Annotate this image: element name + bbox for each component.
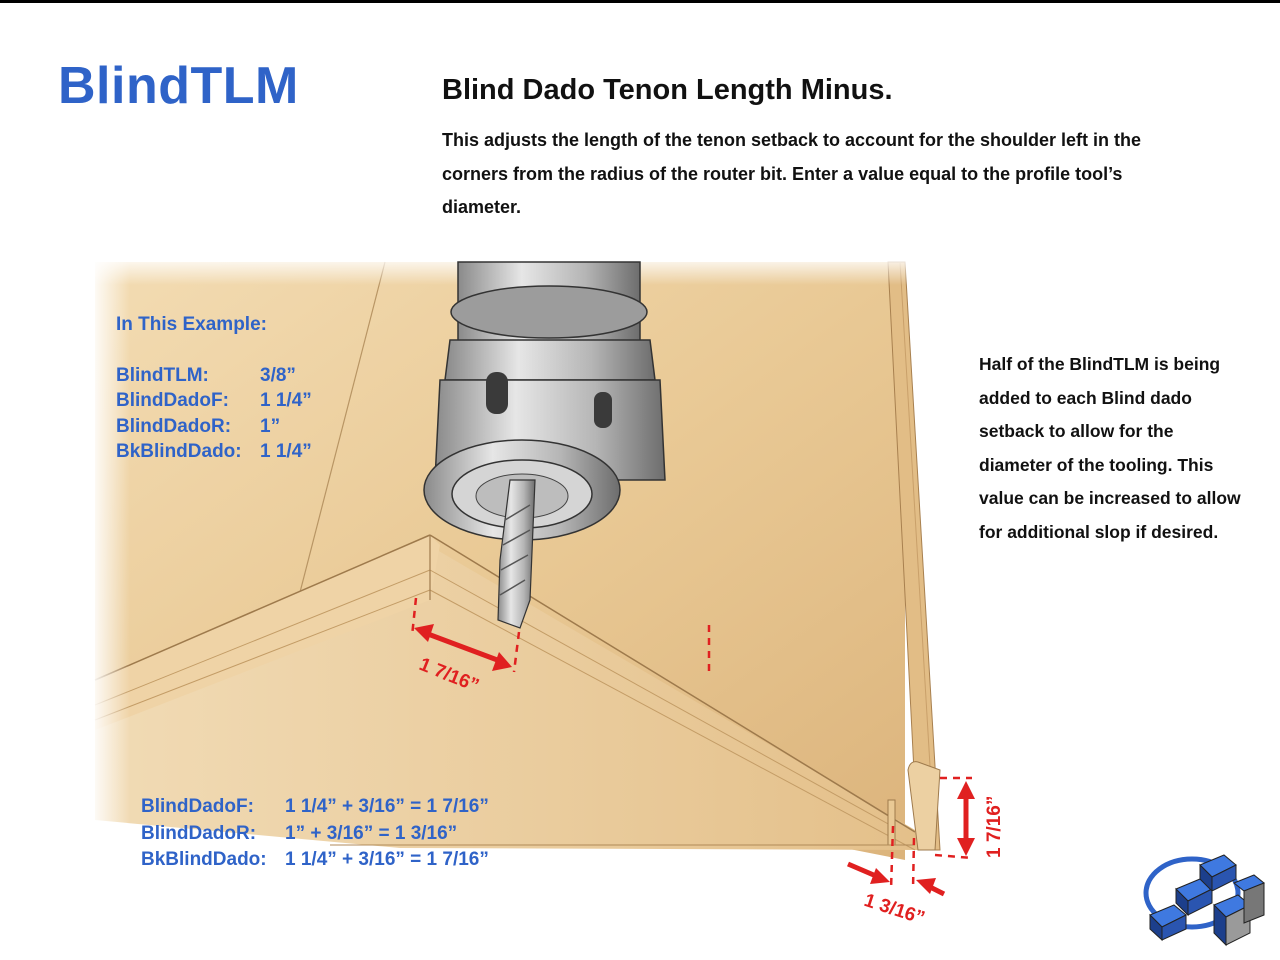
example-label: BlindDadoR:: [116, 415, 232, 437]
calculation-row: BlindDadoR: 1” + 3/16” = 1 3/16”: [141, 821, 489, 848]
calculation-panel: BlindDadoF: 1 1/4” + 3/16” = 1 7/16” Blin…: [141, 794, 489, 874]
calculation-label: BkBlindDado:: [141, 849, 267, 870]
calculation-label: BlindDadoR:: [141, 822, 257, 844]
top-border: [0, 0, 1280, 3]
section-heading: Blind Dado Tenon Length Minus.: [442, 74, 893, 106]
calculation-formula: 1 1/4” + 3/16” = 1 7/16”: [285, 796, 489, 817]
example-row: BlindTLM: 3/8”: [116, 363, 312, 389]
example-row: BlindDadoF: 1 1/4”: [116, 388, 312, 414]
example-value: 3/8”: [260, 364, 296, 386]
dimension-arrows: [414, 624, 975, 897]
example-row: BlindDadoR: 1”: [116, 414, 312, 440]
explanation-note: Half of the BlindTLM is being added to e…: [979, 354, 1241, 542]
calculation-label: BlindDadoF:: [141, 796, 254, 817]
side-dimension-label: 1 7/16”: [984, 795, 1005, 858]
example-value: 1”: [260, 415, 281, 437]
example-label: BlindDadoF:: [116, 390, 229, 411]
example-title: In This Example:: [116, 314, 267, 335]
example-panel: In This Example: BlindTLM: 3/8” BlindDado…: [116, 312, 312, 465]
calculation-formula: 1” + 3/16” = 1 3/16”: [285, 822, 458, 844]
example-value: 1 1/4”: [260, 390, 312, 411]
calculation-formula: 1 1/4” + 3/16” = 1 7/16”: [285, 849, 489, 870]
page-title: BlindTLM: [58, 57, 299, 115]
calculation-row: BlindDadoF: 1 1/4” + 3/16” = 1 7/16”: [141, 794, 489, 821]
example-label: BkBlindDado:: [116, 441, 242, 462]
calculation-row: BkBlindDado: 1 1/4” + 3/16” = 1 7/16”: [141, 847, 489, 874]
description-text: This adjusts the length of the tenon set…: [442, 130, 1142, 217]
example-label: BlindTLM:: [116, 364, 209, 386]
router-bit-assembly: [423, 261, 666, 629]
example-row: BkBlindDado: 1 1/4”: [116, 439, 312, 465]
company-logo: [1143, 854, 1265, 947]
example-value: 1 1/4”: [260, 441, 312, 462]
dimension-guides: [410, 597, 973, 891]
